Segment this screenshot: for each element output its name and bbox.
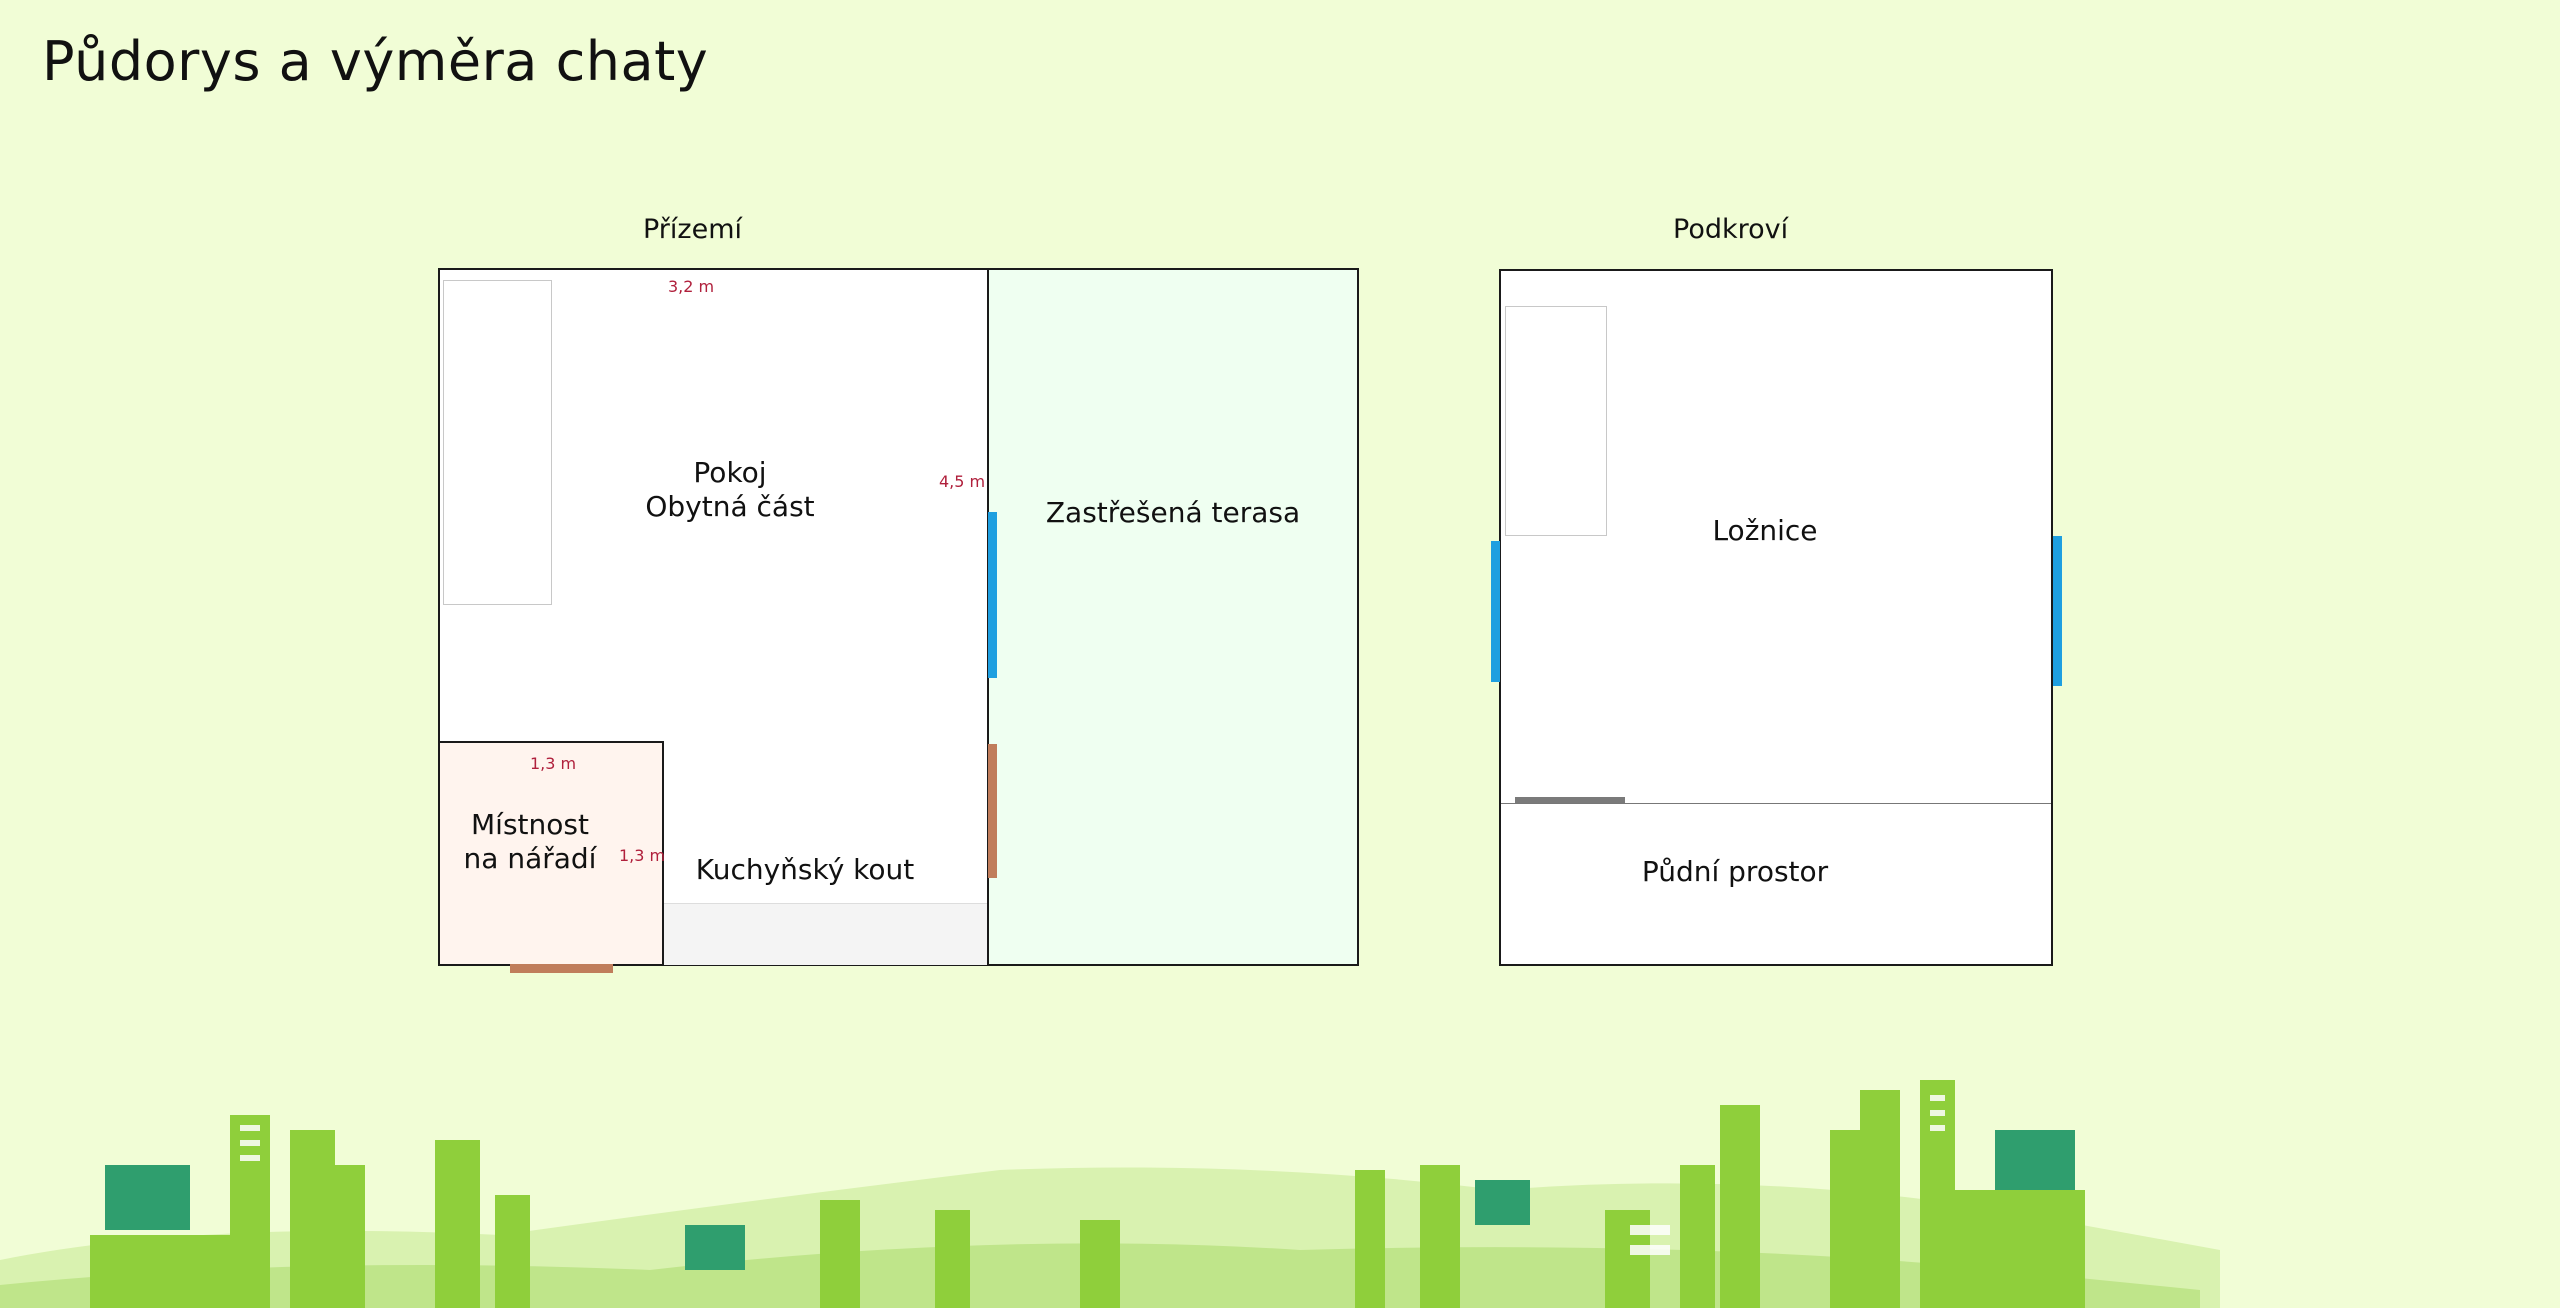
bedroom-window-left (1491, 541, 1500, 682)
storage-room-subname: na nářadí (463, 842, 597, 875)
storage-door (510, 964, 613, 973)
bedroom-furniture (1505, 306, 1607, 536)
attic-label: Podkroví (1673, 214, 1789, 245)
ground-floor-label: Přízemí (643, 214, 742, 245)
stair-opening (1515, 797, 1625, 803)
storage-room-label: Místnost na nářadí (440, 808, 620, 876)
living-width-dimension: 3,2 m (668, 277, 715, 296)
kitchen-counter (664, 903, 987, 965)
kitchen-label: Kuchyňský kout (695, 853, 915, 886)
loft-label: Půdní prostor (1641, 855, 1829, 888)
terrace-area[interactable] (987, 268, 1359, 966)
bedroom-label: Ložnice (1712, 514, 1818, 547)
living-room-furniture (443, 280, 552, 605)
living-room-label: Pokoj Obytná část (590, 456, 870, 524)
terrace-label: Zastřešená terasa (1045, 496, 1301, 529)
bedroom-window-right (2053, 536, 2062, 686)
page-title: Půdorys a výměra chaty (42, 30, 709, 93)
storage-room-name: Místnost (471, 808, 589, 841)
storage-depth-dimension: 1,3 m (619, 846, 666, 865)
living-room-name: Pokoj (693, 456, 767, 489)
storage-width-dimension: 1,3 m (530, 754, 577, 773)
city-skyline-illustration (0, 1080, 2220, 1308)
attic-divider (1501, 803, 2051, 804)
terrace-window (988, 512, 997, 678)
terrace-door (988, 744, 997, 878)
living-room-subname: Obytná část (645, 490, 815, 523)
living-depth-dimension: 4,5 m (939, 472, 986, 491)
